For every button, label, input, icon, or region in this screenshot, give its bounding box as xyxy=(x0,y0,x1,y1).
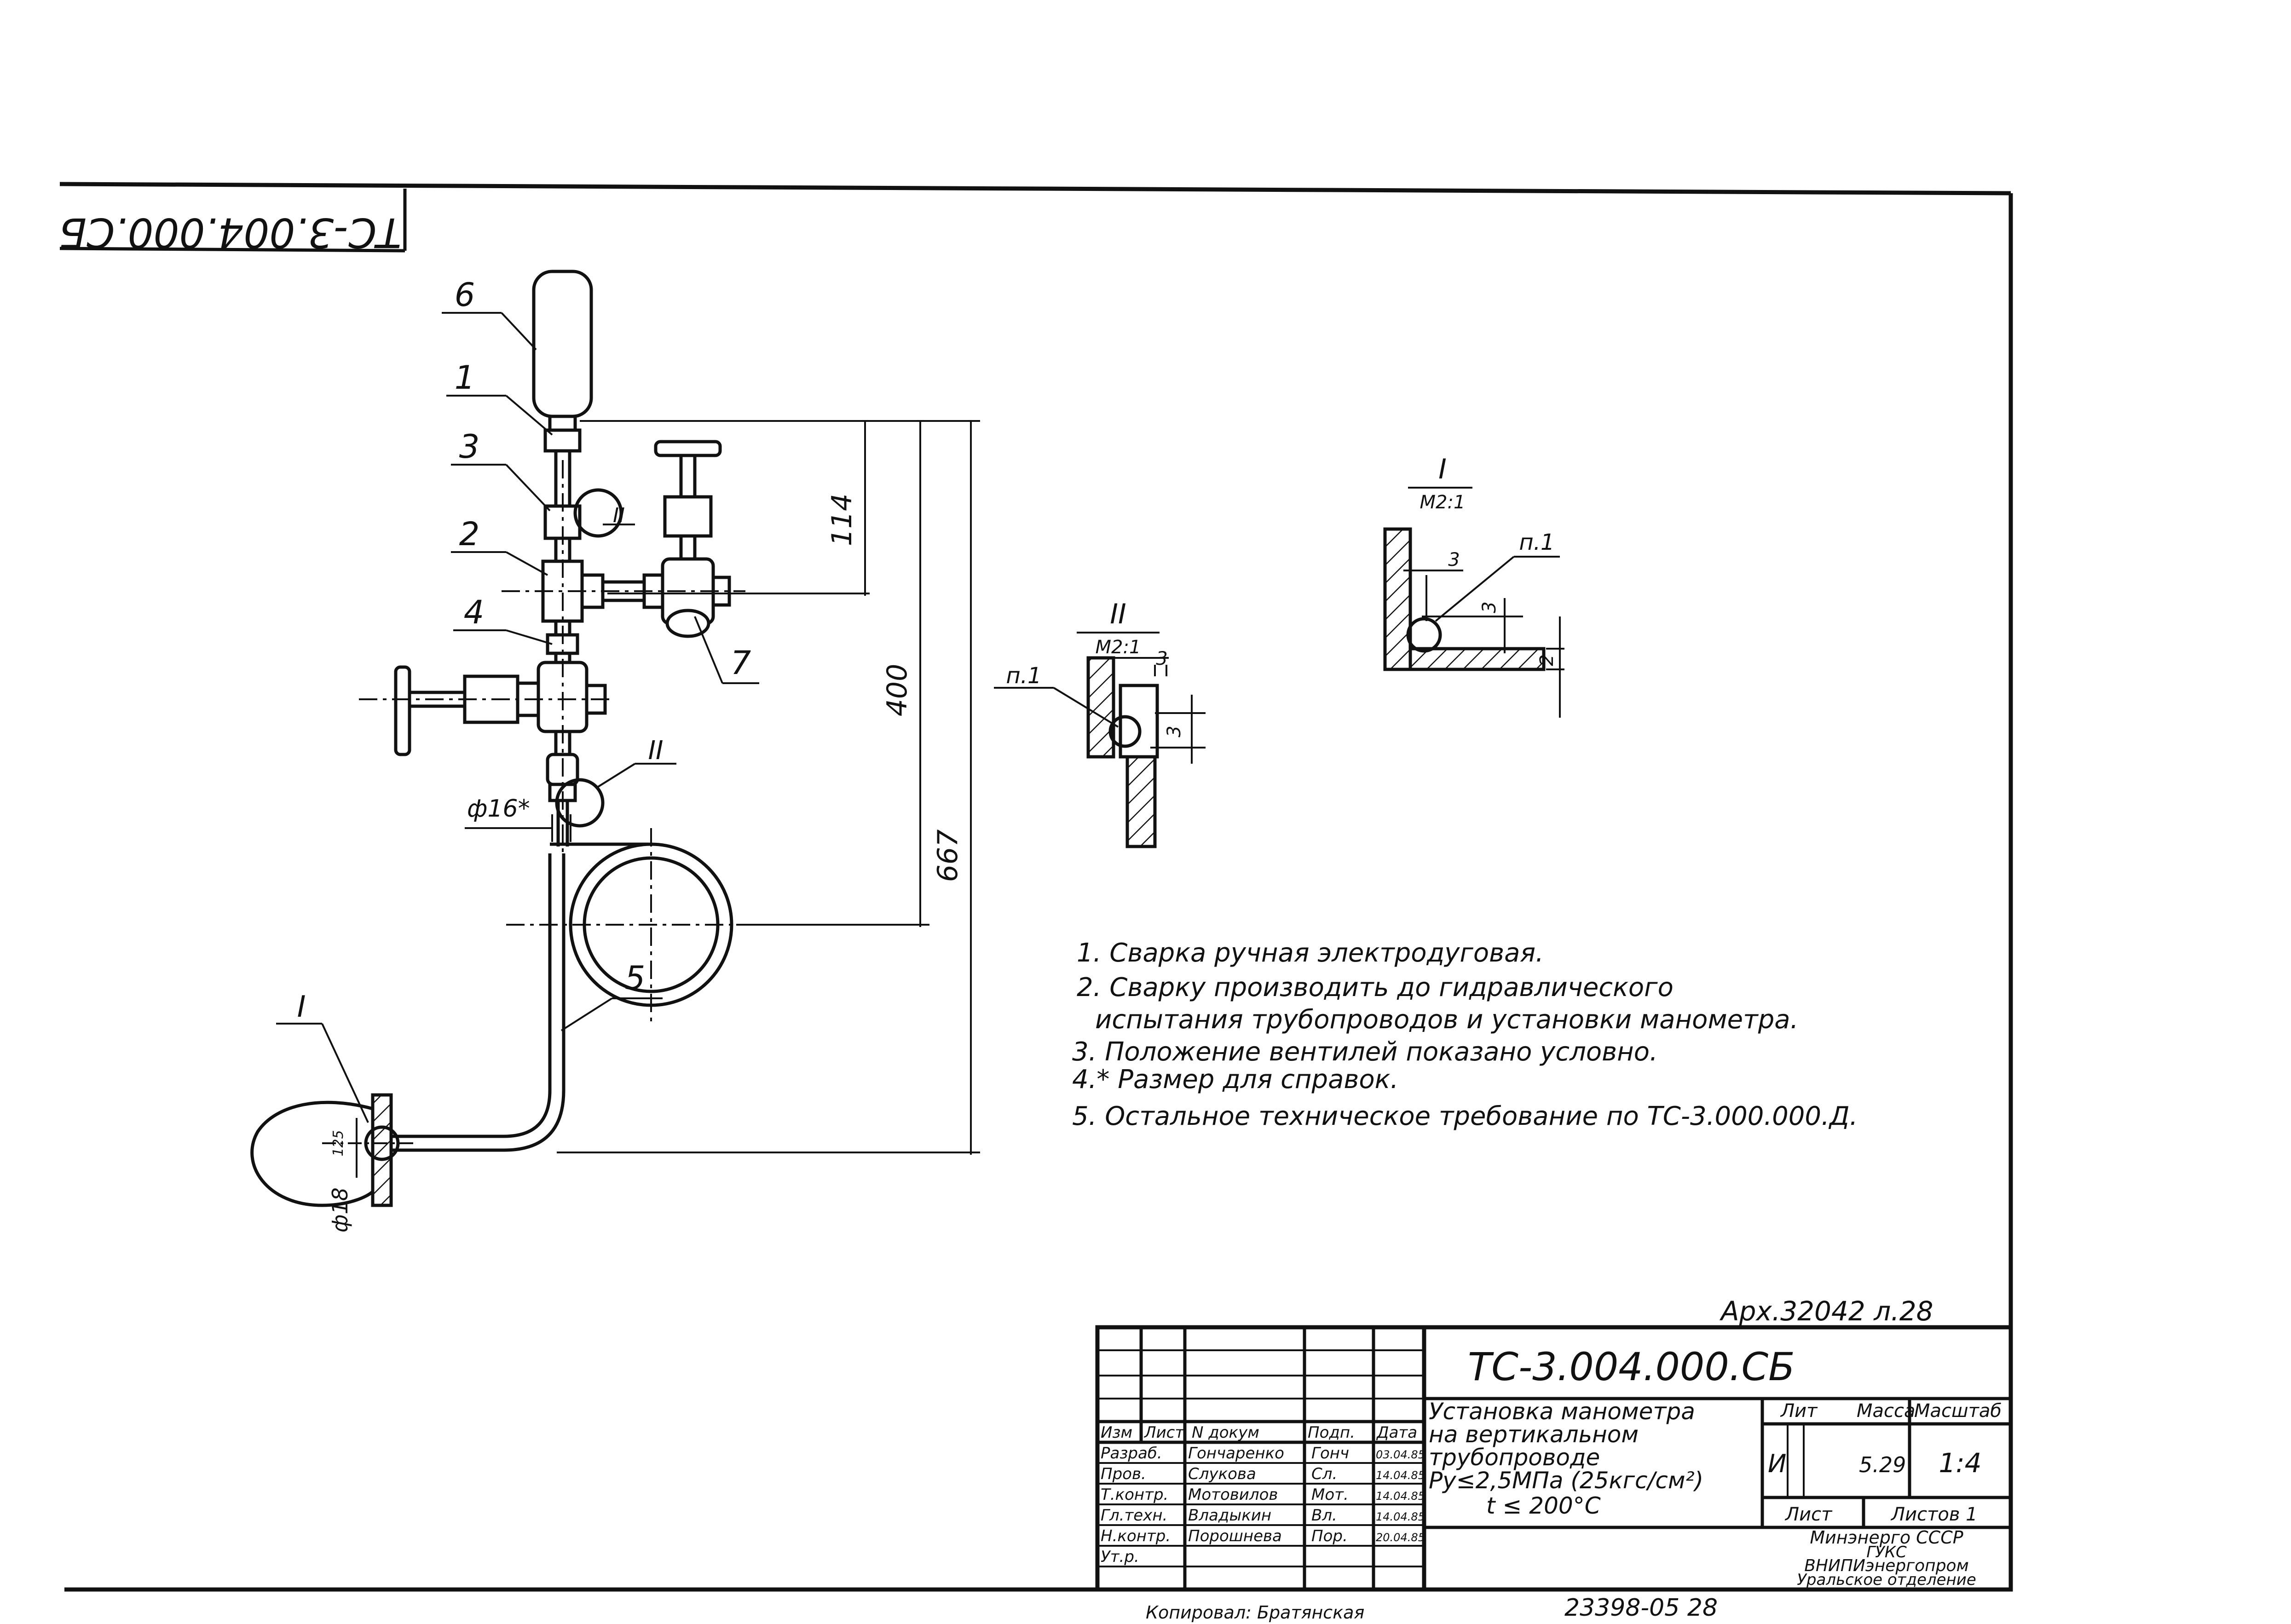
row-sign-4: Вл. xyxy=(1311,1506,1337,1525)
detail-II-weld: п.1 xyxy=(1006,663,1041,689)
row-date-1: 03.04.85 xyxy=(1376,1448,1425,1461)
note-3: 3. Положение вентилей показано условно. xyxy=(1072,1037,1658,1067)
detail-I-dim-3a: 3 xyxy=(1448,549,1460,570)
title-line-2: на вертикальном xyxy=(1429,1421,1639,1448)
detail-II-dim-3b: 3 xyxy=(1164,726,1185,737)
row-date-5: 20.04.85 xyxy=(1376,1531,1425,1544)
manometer xyxy=(532,270,593,418)
scale-value: 1:4 xyxy=(1939,1447,1981,1479)
org-line-1: Минэнерго СССР xyxy=(1810,1527,1963,1548)
note-1: 1. Сварка ручная электродуговая. xyxy=(1077,938,1544,968)
row-sign-1: Гонч xyxy=(1311,1444,1349,1463)
dim-114: 114 xyxy=(826,494,858,547)
callout-6: 6 xyxy=(455,276,475,314)
detail-II-scale: М2:1 xyxy=(1096,637,1141,658)
col-header-doc: N докум xyxy=(1192,1423,1259,1442)
lit-value: И xyxy=(1768,1449,1786,1478)
row-sign-2: Сл. xyxy=(1311,1465,1337,1483)
detail-I-weld: п.1 xyxy=(1519,530,1554,555)
detail-I-dim-3b: 3 xyxy=(1479,601,1500,613)
callout-2: 2 xyxy=(459,515,480,553)
row-name-4: Владыкин xyxy=(1188,1506,1271,1525)
row-name-3: Мотовилов xyxy=(1188,1486,1278,1504)
callout-II-bottom: II xyxy=(648,736,663,766)
sheets-label: Листов 1 xyxy=(1890,1504,1978,1525)
callout-leaders xyxy=(276,312,759,1123)
title-designation: ТС-3.004.000.СБ xyxy=(1468,1344,1795,1389)
col-header-izm: Изм xyxy=(1101,1423,1132,1442)
note-5: 5. Остальное техническое требование по Т… xyxy=(1072,1101,1858,1131)
row-sign-3: Мот. xyxy=(1311,1486,1349,1504)
dim-dia16: ф16* xyxy=(467,795,530,823)
row-sign-5: Пор. xyxy=(1311,1527,1348,1545)
pipe-wall xyxy=(371,1093,393,1207)
archive-reference: Арх.32042 л.28 xyxy=(1719,1296,1933,1327)
row-name-2: Слукова xyxy=(1188,1465,1256,1483)
rotated-stamp: ТС-3.004.000.СБ xyxy=(59,209,402,256)
callout-7: 7 xyxy=(731,644,751,682)
copied-by: Копировал: Братянская xyxy=(1146,1602,1364,1623)
detail-II-title: II xyxy=(1110,598,1126,630)
handwheel-7 xyxy=(654,440,722,457)
title-line-1: Установка манометра xyxy=(1429,1398,1695,1425)
detail-I xyxy=(1383,487,1564,718)
row-role-2: Пров. xyxy=(1101,1465,1146,1483)
lit-label: Лит xyxy=(1780,1400,1818,1422)
detail-I-title: I xyxy=(1438,453,1447,485)
note-2-cont: испытания трубопроводов и установки мано… xyxy=(1095,1005,1798,1035)
row-date-3: 14.04.85 xyxy=(1376,1490,1425,1503)
dim-125: 125 xyxy=(330,1130,346,1156)
callout-1: 1 xyxy=(455,359,475,397)
row-role-4: Гл.техн. xyxy=(1101,1506,1167,1525)
row-role-1: Разраб. xyxy=(1101,1444,1162,1463)
scale-label: Масштаб xyxy=(1914,1400,2002,1422)
row-name-1: Гончаренко xyxy=(1188,1444,1284,1463)
org-line-2: ГУКС xyxy=(1866,1543,1907,1561)
callout-3: 3 xyxy=(459,428,480,466)
row-role-6: Ут.р. xyxy=(1101,1548,1139,1566)
pipe-section-break xyxy=(250,1100,374,1207)
mass-label: Масса xyxy=(1857,1400,1916,1422)
dim-400: 400 xyxy=(881,664,913,717)
row-role-3: Т.контр. xyxy=(1101,1486,1168,1504)
sheet-label: Лист xyxy=(1784,1504,1833,1525)
title-line-5: t ≤ 200°С xyxy=(1486,1492,1601,1519)
col-header-date: Дата xyxy=(1376,1423,1417,1442)
row-date-2: 14.04.85 xyxy=(1376,1469,1425,1482)
note-2: 2. Сварку производить до гидравлического xyxy=(1077,973,1674,1002)
org-line-3: ВНИПИэнергопром xyxy=(1804,1556,1969,1575)
title-line-3: трубопроводе xyxy=(1429,1444,1600,1471)
tube-5 xyxy=(391,853,552,1138)
col-header-list: Лист xyxy=(1143,1423,1184,1442)
dim-dia18: ф18 xyxy=(328,1187,352,1232)
callout-I: I xyxy=(297,990,306,1024)
row-date-4: 14.04.85 xyxy=(1376,1510,1425,1523)
row-name-5: Порошнева xyxy=(1188,1527,1282,1545)
detail-I-dim-2: 2 xyxy=(1536,654,1558,666)
detail-II-circle-top xyxy=(573,488,623,538)
detail-II-dim-3a: 3 xyxy=(1156,648,1167,669)
dimension-lines xyxy=(356,420,980,1178)
frame-number: 23398-05 28 xyxy=(1564,1594,1718,1622)
callout-5: 5 xyxy=(625,959,646,997)
technical-notes: 1. Сварка ручная электродуговая. 2. Свар… xyxy=(1072,938,1858,1131)
callout-4: 4 xyxy=(464,593,485,631)
centre-lines xyxy=(322,460,745,1144)
row-role-5: Н.контр. xyxy=(1101,1527,1171,1545)
org-line-4: Уральское отделение xyxy=(1797,1571,1976,1589)
col-header-sign: Подп. xyxy=(1308,1423,1355,1442)
note-4: 4.* Размер для справок. xyxy=(1072,1065,1398,1094)
dim-667: 667 xyxy=(932,829,964,882)
title-line-4: Ру≤2,5МПа (25кгс/см²) xyxy=(1429,1467,1703,1494)
handwheel-lower xyxy=(394,665,411,756)
detail-II xyxy=(994,632,1206,848)
callout-II-top: II xyxy=(613,504,625,527)
detail-I-scale: М2:1 xyxy=(1420,492,1466,513)
mass-value: 5.29 xyxy=(1859,1452,1906,1477)
title-block xyxy=(1095,1325,2013,1592)
